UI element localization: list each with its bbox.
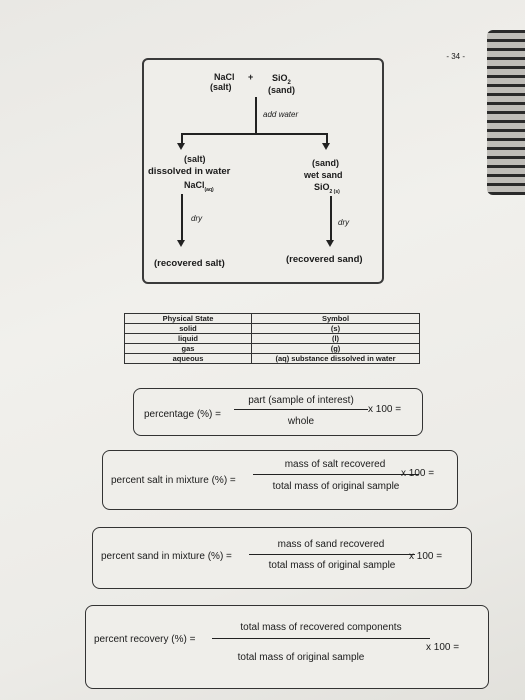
flow-connector [326,133,328,145]
formula-denominator: total mass of original sample [272,481,400,492]
formula-numerator: total mass of recovered components [240,622,402,633]
table-row: liquid (l) [124,333,420,344]
formula-numerator: part (sample of interest) [248,395,354,406]
formula-denominator: whole [287,416,315,427]
formula-box-percentage: percentage (%) = part (sample of interes… [133,388,423,436]
table-row: aqueous (aq) substance dissolved in wate… [124,353,420,364]
wet-sand-label: wet sand [304,170,343,180]
fraction-bar [249,554,415,555]
formula-numerator: mass of sand recovered [277,539,385,550]
formula-denominator: total mass of original sample [268,560,396,571]
formula-lhs: percentage (%) = [144,409,221,420]
plus-sign: + [248,72,254,82]
formula-lhs: percent salt in mixture (%) = [111,475,236,486]
sand-s-formula: SiO2 (s) [314,182,340,195]
formula-multiplier: x 100 = [368,404,402,415]
mixture-sand-label: (sand) [268,85,295,95]
formula-denominator: total mass of original sample [237,652,365,663]
salt-state-label: (salt) [184,154,206,164]
mixture-sand-formula: SiO2 [272,73,291,86]
mixture-salt-label: (salt) [210,82,232,92]
formula-multiplier: x 100 = [409,551,443,562]
physical-state-table: Physical State Symbol solid (s) liquid (… [124,313,420,364]
formula-multiplier: x 100 = [426,642,460,653]
table-header-row: Physical State Symbol [124,313,420,324]
arrow-down-icon [177,240,185,247]
table-cell: aqueous [124,353,252,364]
formula-multiplier: x 100 = [401,468,435,479]
formula-lhs: percent sand in mixture (%) = [101,551,232,562]
table-cell: liquid [124,333,252,344]
formula-box-recovery: percent recovery (%) = total mass of rec… [85,605,489,689]
table-cell: gas [124,343,252,354]
recovered-salt-label: (recovered salt) [154,258,225,269]
mixture-salt-formula: NaCl [214,72,235,82]
table-cell: (g) [251,343,420,354]
dry-salt-label: dry [191,214,203,223]
recovered-sand-label: (recovered sand) [286,254,363,265]
fraction-bar [234,409,368,410]
table-cell: (s) [251,323,420,334]
arrow-down-icon [177,143,185,150]
add-water-label: add water [263,110,299,119]
separation-flowchart: NaCl (salt) + SiO2 (sand) add water (sal… [142,58,384,284]
formula-box-sand: percent sand in mixture (%) = mass of sa… [92,527,472,589]
table-cell: (l) [251,333,420,344]
flow-connector [181,194,183,242]
formula-lhs: percent recovery (%) = [94,634,196,645]
dry-sand-label: dry [338,218,350,227]
column-header: Physical State [124,313,252,324]
salt-aq-formula: NaCl(aq) [184,180,214,193]
arrow-down-icon [326,240,334,247]
fraction-bar [253,474,419,475]
sand-state-label: (sand) [312,158,339,168]
flow-connector [330,196,332,242]
table-cell: (aq) substance dissolved in water [251,353,420,364]
spiral-binding [487,30,525,195]
arrow-down-icon [322,143,330,150]
flow-connector [181,133,327,135]
salt-dissolved-label: dissolved in water [148,166,231,177]
table-row: gas (g) [124,343,420,354]
flow-connector [181,133,183,145]
formula-box-salt: percent salt in mixture (%) = mass of sa… [102,450,458,510]
table-row: solid (s) [124,323,420,334]
flow-connector [255,97,257,133]
table-cell: solid [124,323,252,334]
page-number: - 34 - [446,52,465,61]
formula-numerator: mass of salt recovered [284,459,386,470]
fraction-bar [212,638,430,639]
column-header: Symbol [251,313,420,324]
